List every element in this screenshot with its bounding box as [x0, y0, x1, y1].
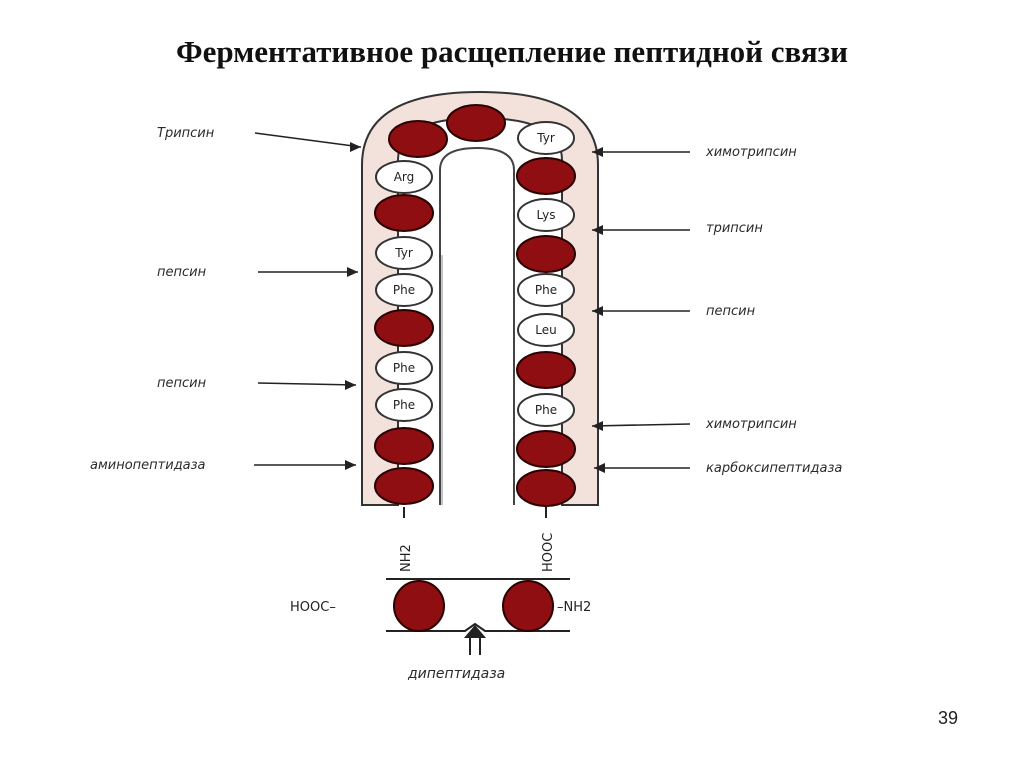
right-enzyme-label-3: пепсин — [706, 304, 756, 319]
left-residue-5 — [374, 309, 434, 347]
left-residue-4-label: Phe — [393, 283, 415, 297]
right-residue-3-label: Lys — [537, 208, 556, 222]
left-residue-6 — [375, 351, 433, 385]
top-residue-1 — [388, 120, 448, 158]
membrane-outline — [361, 90, 599, 506]
right-residue-5 — [517, 273, 575, 307]
left-residue-3 — [375, 236, 433, 270]
left-enzyme-label-4: аминопептидаза — [90, 458, 206, 473]
left-residue-3-label: Tyr — [394, 246, 413, 260]
left-residue-9 — [374, 467, 434, 505]
left-arrow-4-head — [345, 460, 356, 470]
right-residue-6-label: Leu — [535, 323, 556, 337]
nh2-terminal-label: NH2 — [399, 544, 414, 572]
left-arrow-3-line — [257, 382, 357, 386]
right-enzyme-label-5: карбоксипептидаза — [706, 461, 842, 476]
left-residue-7-label: Phe — [393, 398, 415, 412]
left-arrow-2-head — [347, 267, 358, 277]
cleavage-arrows — [254, 132, 691, 473]
top-residue-2 — [446, 104, 506, 142]
right-residue-1-label: Tyr — [536, 131, 555, 145]
right-residue-9 — [516, 430, 576, 468]
right-residue-1 — [517, 121, 575, 155]
dipeptide-nh2-label: –NH2 — [557, 600, 591, 615]
left-residue-6-label: Phe — [393, 361, 415, 375]
right-residue-6 — [517, 313, 575, 347]
right-arrow-4-line — [591, 423, 691, 427]
slide-title: Ферментативное расщепление пептидной свя… — [176, 34, 848, 69]
left-enzyme-label-1: Трипсин — [157, 126, 215, 141]
right-residue-8 — [517, 393, 575, 427]
hooc-terminal-label: HOOC — [541, 533, 556, 572]
right-arrow-3-head — [592, 306, 603, 316]
right-residue-10 — [516, 469, 576, 507]
left-enzyme-label-2: пепсин — [157, 265, 207, 280]
right-residue-7 — [516, 351, 576, 389]
right-arrow-1-head — [592, 147, 603, 157]
right-enzyme-label-1: химотрипсин — [705, 145, 797, 160]
left-arrow-3-head — [345, 380, 356, 390]
dipeptidase-arrow-head — [464, 625, 486, 638]
left-enzyme-label-3: пепсин — [157, 376, 207, 391]
left-arrow-1-line — [254, 132, 362, 148]
right-enzyme-label-2: трипсин — [706, 221, 763, 236]
left-residue-7 — [375, 388, 433, 422]
right-residue-4 — [516, 235, 576, 273]
dipeptidase-label: дипептидаза — [407, 666, 505, 682]
right-residue-3 — [517, 198, 575, 232]
left-residue-1 — [375, 160, 433, 194]
left-residue-8 — [374, 427, 434, 465]
left-arrow-1-head — [350, 142, 361, 152]
right-arrow-4-head — [592, 421, 603, 431]
right-arrow-2-head — [592, 225, 603, 235]
enzyme-labels: Трипсин пепсин пепсин аминопептидаза химотри… — [90, 126, 842, 476]
dipeptide-bottom-line — [386, 622, 570, 632]
left-residue-4 — [375, 273, 433, 307]
dipeptide-hooc-label: HOOC– — [290, 600, 336, 615]
dipeptide-residue-left — [393, 580, 445, 632]
right-residue-8-label: Phe — [535, 403, 557, 417]
right-residue-5-label: Phe — [535, 283, 557, 297]
left-residue-1-label: Arg — [394, 170, 415, 184]
right-arrow-5-head — [594, 463, 605, 473]
left-residue-2 — [374, 194, 434, 232]
right-enzyme-label-4: химотрипсин — [705, 417, 797, 432]
inner-channel — [439, 146, 515, 505]
page-number: 39 — [938, 708, 959, 728]
right-residue-2 — [516, 157, 576, 195]
dipeptide-residue-right — [502, 580, 554, 632]
